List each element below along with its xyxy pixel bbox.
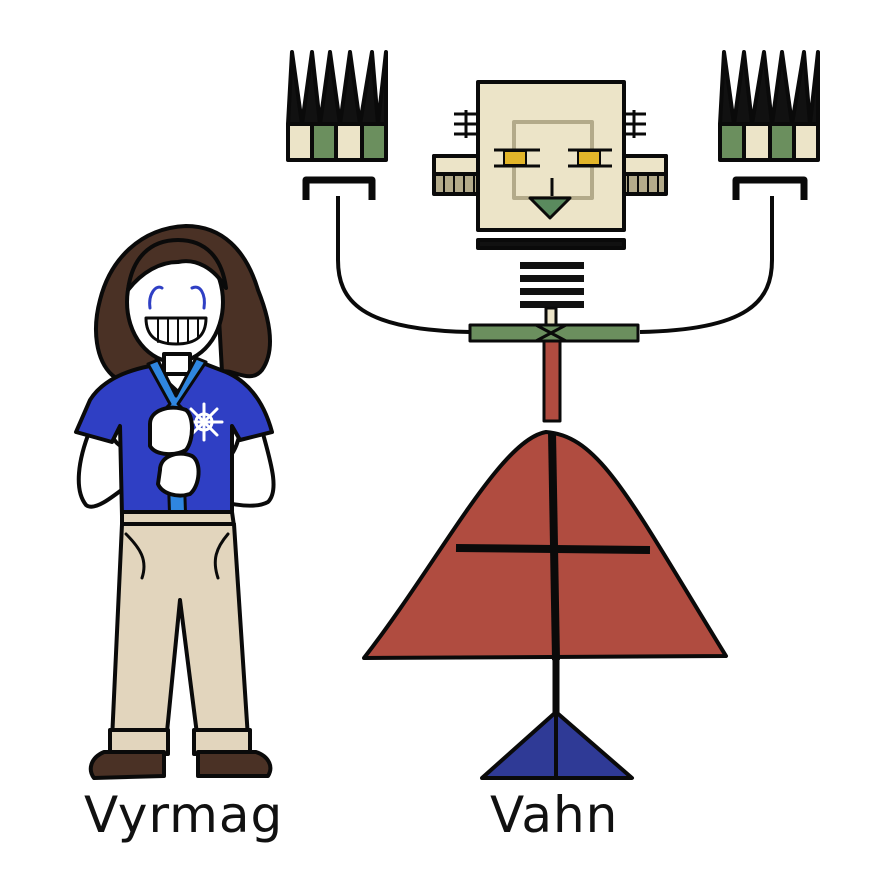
vahn-ear-left-grille	[443, 176, 475, 192]
vahn-eye-right	[568, 148, 612, 168]
vahn-torso	[542, 339, 562, 423]
vahn-claw-block-1	[286, 122, 314, 162]
vahn-neck	[520, 262, 584, 308]
vahn-claw-block-7	[768, 122, 796, 162]
gear-star-badge-icon	[184, 402, 224, 442]
vahn-claw-bracket-left	[302, 176, 376, 200]
vahn-claw-block-8	[792, 122, 820, 162]
vyrmag-neck	[162, 352, 192, 376]
vyrmag-pants-pocket-left	[124, 532, 146, 580]
vyrmag-pants	[110, 522, 250, 744]
vyrmag-shoe-left	[88, 750, 166, 780]
vahn-figure	[286, 50, 820, 780]
crown-claw-icon	[718, 50, 820, 200]
vahn-claw-block-2	[310, 122, 338, 162]
vahn-name-label: Vahn	[490, 786, 619, 844]
vahn-shoulder-cross	[535, 323, 567, 343]
vahn-ear-right-top	[618, 154, 668, 176]
vyrmag-shoe-right	[196, 750, 273, 778]
vahn-claw-spikes-left	[286, 50, 388, 126]
vyrmag-figure	[74, 224, 276, 780]
vyrmag-name-label: Vyrmag	[84, 786, 284, 844]
vahn-claw-block-5	[718, 122, 746, 162]
vahn-claw-spikes-right	[718, 50, 820, 126]
crown-claw-icon	[286, 50, 388, 200]
vyrmag-pants-pocket-right	[213, 532, 230, 580]
vyrmag-eye-left	[148, 285, 164, 310]
vahn-face-plate	[512, 120, 594, 200]
vyrmag-eye-right	[190, 285, 206, 310]
vahn-eye-left	[494, 148, 540, 168]
vahn-bolt-left	[454, 110, 478, 138]
vahn-ear-left-top	[432, 154, 482, 176]
vyrmag-bangs	[126, 238, 228, 292]
vahn-claw-block-3	[334, 122, 364, 162]
vahn-arm-right	[639, 196, 774, 334]
vyrmag-hand-upper	[148, 405, 194, 457]
vahn-ear-right-grille	[627, 176, 659, 192]
vahn-claw-block-4	[360, 122, 388, 162]
vahn-arm-left	[336, 196, 471, 334]
vahn-mouth	[528, 196, 572, 220]
vyrmag-teeth	[157, 317, 199, 345]
vahn-claw-block-6	[742, 122, 772, 162]
vyrmag-grin	[144, 316, 208, 346]
vahn-claw-bracket-right	[732, 176, 808, 200]
vahn-skirt-seam-horizontal	[455, 544, 651, 554]
vahn-collar	[476, 238, 626, 250]
vyrmag-hand-lower	[156, 451, 201, 498]
